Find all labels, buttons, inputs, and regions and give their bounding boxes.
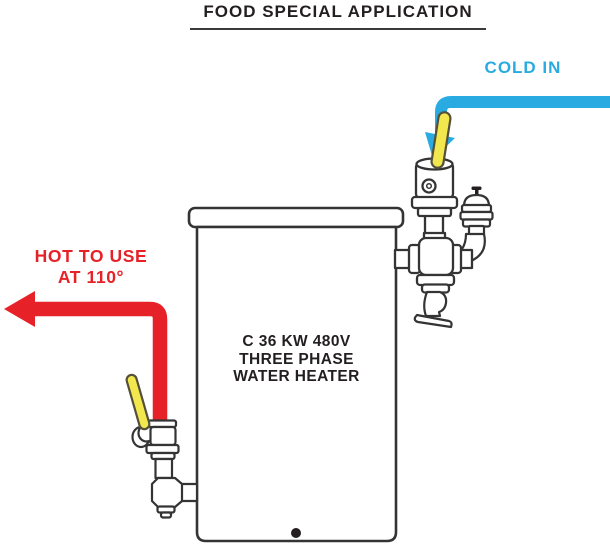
tee-main-body xyxy=(417,236,455,277)
relief-valve-icon xyxy=(413,290,453,329)
vacuum-breaker-screw-cap xyxy=(471,186,482,190)
hot-valve-band xyxy=(145,443,180,455)
water-heater-tank-icon xyxy=(187,206,405,543)
cold-in-label-text: COLD IN xyxy=(484,58,562,77)
relief-valve-body xyxy=(423,290,448,318)
tank-spec-line3: WATER HEATER xyxy=(233,368,360,385)
relief-valve-lever xyxy=(413,313,453,329)
hot-valve-handle xyxy=(125,373,151,431)
tank-lid xyxy=(187,206,405,229)
vacuum-breaker-icon xyxy=(459,186,494,262)
diagram-title: FOOD SPECIAL APPLICATION xyxy=(190,2,486,30)
cold-valve-collar xyxy=(416,206,453,218)
hot-to-use-label-line2: AT 110° xyxy=(57,267,125,287)
vacuum-breaker-screw-stem xyxy=(475,189,479,196)
tank-spec-line1: C 36 KW 480V xyxy=(242,333,351,350)
hot-valve-outlet-pipe xyxy=(154,457,174,480)
tank-spec-line2: THREE PHASE xyxy=(239,350,354,368)
cold-valve-bolt-center xyxy=(425,182,433,190)
hot-to-use-label: HOT TO USE AT 110° xyxy=(16,246,166,288)
hot-to-use-label-line1: HOT TO USE xyxy=(34,246,148,266)
hot-fitting-tank-port xyxy=(179,482,199,503)
hot-pipe xyxy=(30,301,168,421)
cold-valve-handle xyxy=(430,111,452,169)
cold-pipe xyxy=(435,96,610,137)
vacuum-breaker-dome xyxy=(462,193,491,208)
cold-valve-band xyxy=(410,195,459,210)
inlet-tee-fitting-icon xyxy=(393,231,474,294)
hot-fitting-cap-2 xyxy=(159,511,173,519)
vacuum-breaker-ring-2 xyxy=(459,210,494,221)
cold-in-label: COLD IN xyxy=(458,58,588,78)
hot-fitting-body xyxy=(150,476,184,509)
cold-inlet-valve-icon xyxy=(410,111,459,244)
hot-pipe-arrowhead xyxy=(4,291,35,327)
tank-drain-dot xyxy=(291,528,301,538)
hot-outlet-pipe-icon xyxy=(4,291,168,421)
hot-valve-body xyxy=(149,425,177,447)
cold-inlet-pipe-icon xyxy=(425,96,610,159)
tank-spec-label: C 36 KW 480V THREE PHASE WATER HEATER xyxy=(197,333,396,386)
diagram-title-text: FOOD SPECIAL APPLICATION xyxy=(203,2,473,21)
tank-body xyxy=(195,225,398,543)
hot-outlet-valve-icon xyxy=(125,373,199,519)
